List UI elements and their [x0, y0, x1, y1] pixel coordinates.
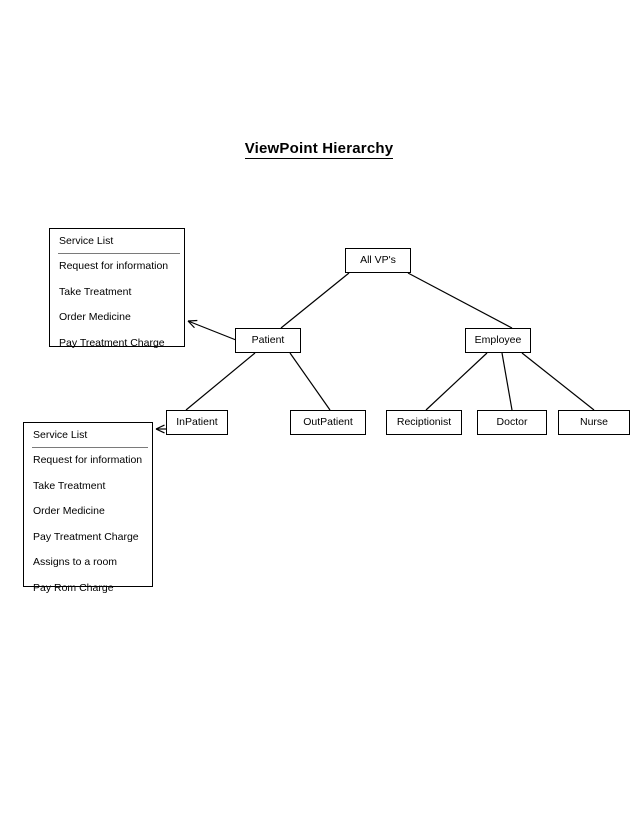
node-inpatient-label: InPatient [176, 416, 218, 429]
service-list-item[interactable]: Request for information [33, 454, 143, 467]
service-list-item[interactable]: Order Medicine [59, 311, 131, 324]
edge-employee-doctor [501, 352, 513, 411]
node-outpatient[interactable]: OutPatient [290, 410, 366, 435]
node-doctor-label: Doctor [496, 416, 528, 429]
node-reciptionist[interactable]: Reciptionist [386, 410, 462, 435]
service-list-item[interactable]: Pay Treatment Charge [59, 336, 165, 349]
service-list-divider [32, 446, 148, 449]
node-patient-label: Patient [251, 334, 285, 347]
edge-allvps-employee [407, 272, 513, 329]
service-list-header: Service List [59, 235, 114, 247]
page-title: ViewPoint Hierarchy [0, 140, 638, 159]
edge-patient-outpatient [289, 352, 331, 411]
node-all-vps[interactable]: All VP's [345, 248, 411, 273]
arrow-patient-to-service-list [187, 319, 237, 341]
node-outpatient-label: OutPatient [303, 416, 353, 429]
node-inpatient[interactable]: InPatient [166, 410, 228, 435]
service-list-item[interactable]: Pay Rom Charge [33, 581, 114, 594]
node-employee-label: Employee [474, 334, 522, 347]
node-doctor[interactable]: Doctor [477, 410, 547, 435]
node-nurse[interactable]: Nurse [558, 410, 630, 435]
inpatient-service-list: Service List Request for information Tak… [23, 422, 153, 594]
edge-employee-nurse [521, 352, 595, 411]
patient-service-list: Service List Request for information Tak… [49, 228, 185, 348]
service-list-item[interactable]: Take Treatment [33, 479, 106, 492]
node-patient[interactable]: Patient [235, 328, 301, 353]
service-list-header: Service List [33, 429, 88, 441]
service-list-item[interactable]: Request for information [59, 260, 169, 273]
service-list-item[interactable]: Take Treatment [59, 285, 132, 298]
page-title-text: ViewPoint Hierarchy [244, 140, 394, 159]
node-nurse-label: Nurse [579, 416, 608, 429]
service-list-item[interactable]: Pay Treatment Charge [33, 530, 139, 543]
edge-employee-reciptionist [425, 352, 488, 411]
service-list-item[interactable]: Order Medicine [33, 505, 105, 518]
edge-patient-inpatient [185, 352, 256, 411]
node-employee[interactable]: Employee [465, 328, 531, 353]
service-list-item[interactable]: Assigns to a room [33, 556, 118, 569]
node-all-vps-label: All VP's [360, 254, 396, 267]
edge-allvps-patient [280, 272, 350, 329]
service-list-divider [58, 252, 180, 255]
node-reciptionist-label: Reciptionist [396, 416, 452, 429]
